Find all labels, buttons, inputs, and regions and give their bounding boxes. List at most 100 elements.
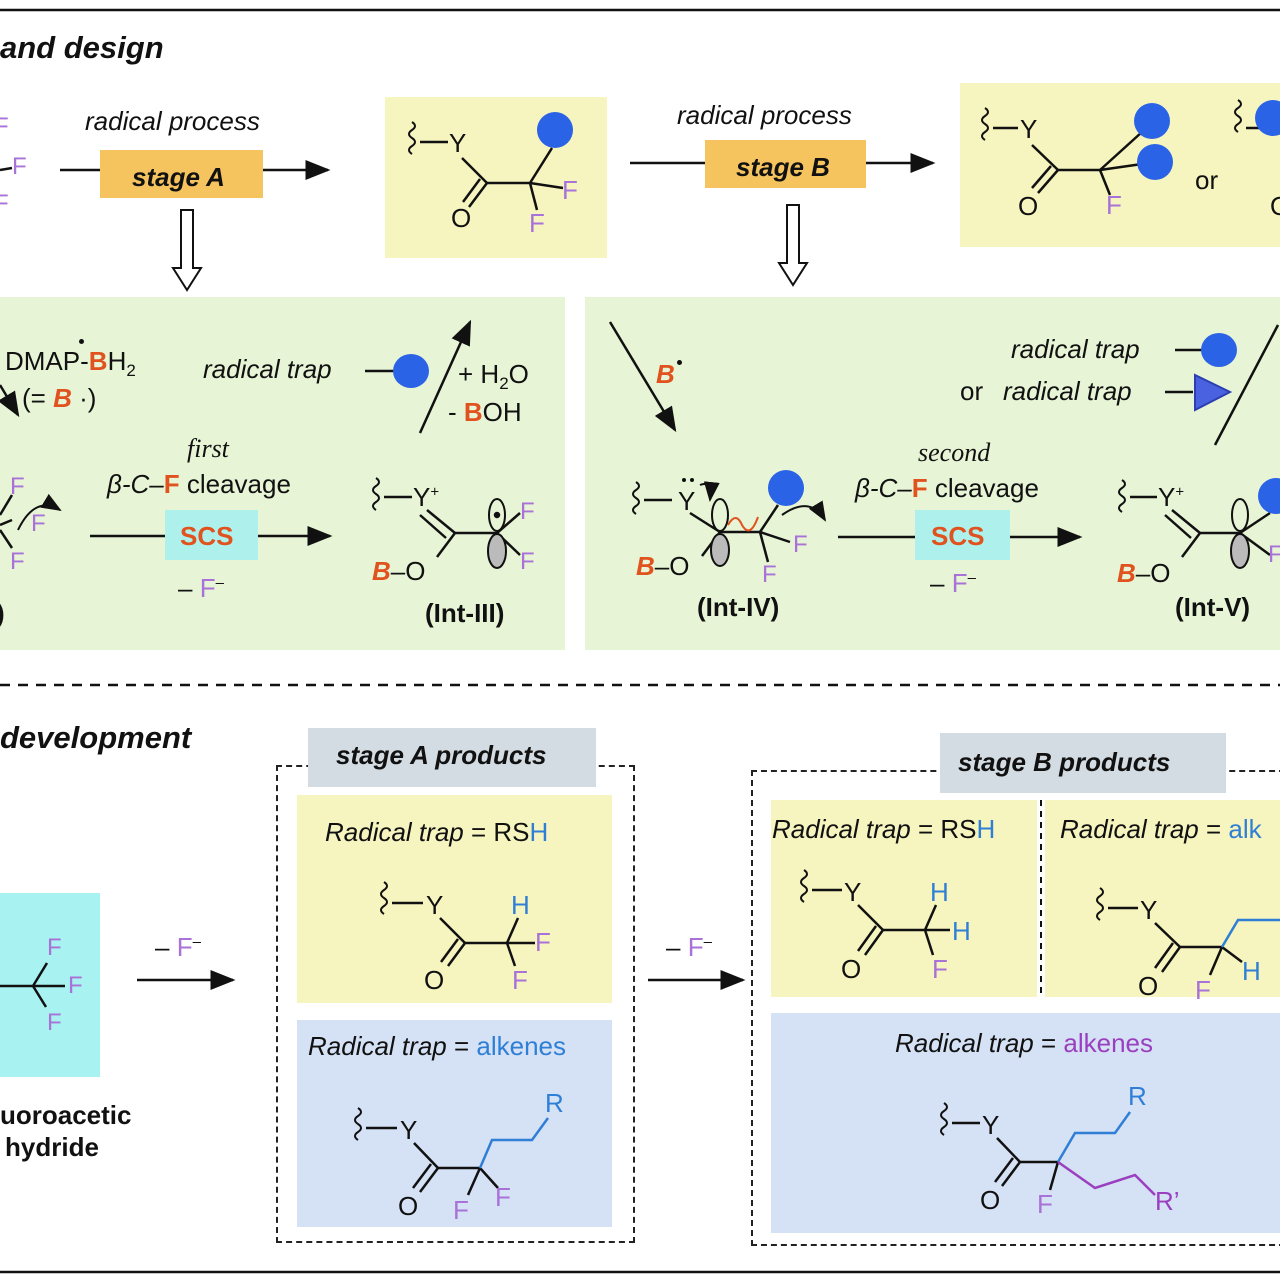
fluoride-loss-label: – F–	[155, 932, 201, 962]
atom-f: F	[1037, 1189, 1053, 1219]
atom-o: O	[1138, 971, 1159, 1001]
boryl-radical-label: B	[656, 359, 675, 389]
atom-o: O	[841, 954, 862, 984]
atom-y-cation: Y+	[413, 482, 440, 512]
atom-h: H	[952, 916, 971, 946]
first-label: first	[187, 434, 229, 463]
fluoride-loss-label: – F–	[178, 573, 224, 603]
atom-f: F	[793, 531, 808, 558]
boh-label: - BOH	[448, 397, 522, 427]
b-alkene-box-1	[1045, 800, 1280, 997]
trap-dot-icon	[1201, 333, 1237, 367]
radical-dot	[79, 339, 84, 344]
atom-r: R	[1128, 1081, 1147, 1111]
radical-trap-alkenes-heading: Radical trap = alk	[1060, 814, 1262, 844]
atom-y-lone-pair: Y	[678, 486, 696, 516]
radical-trap-rsh-heading: Radical trap = RSH	[772, 814, 996, 844]
fluoride-loss-label: – F–	[666, 932, 712, 962]
water-label: + H2O	[458, 359, 529, 394]
boron-enolate-o: B–O	[372, 556, 426, 586]
atom-f: F	[520, 498, 535, 525]
atom-f: F	[47, 1009, 62, 1036]
atom-h: H	[1242, 956, 1261, 986]
atom-f: F	[10, 548, 25, 575]
trap-dot-icon	[1137, 144, 1173, 180]
radical-trap-alkenes-heading: Radical trap = alkenes	[308, 1031, 566, 1061]
trap-dot-icon	[393, 354, 429, 388]
atom-o: O	[1270, 193, 1280, 219]
fluoride-loss-label: – F–	[930, 568, 976, 598]
atom-f: F	[12, 153, 27, 180]
atom-f: F	[1268, 541, 1280, 568]
atom-f: F	[535, 927, 551, 957]
atom-f: F	[495, 1182, 511, 1212]
atom-f: F	[0, 190, 9, 217]
a-alkene-box	[297, 1020, 612, 1227]
atom-f: F	[512, 965, 528, 995]
stage-b-box	[705, 140, 866, 188]
atom-f: F	[762, 561, 777, 588]
stage-b-product-box	[960, 83, 1280, 247]
atom-f: F	[1195, 975, 1211, 1005]
b-rsh-box	[771, 800, 1037, 997]
reagent-name-line2: hydride	[5, 1132, 99, 1162]
stage-a-products-label-box	[308, 728, 596, 787]
down-arrow-a	[171, 209, 203, 292]
atom-h: H	[930, 877, 949, 907]
intermediate-paren: )	[0, 600, 5, 626]
trap-dot-icon	[537, 112, 573, 148]
radical-trap-label: radical trap	[203, 354, 332, 384]
a-rsh-box	[297, 795, 612, 1003]
atom-y: Y	[400, 1115, 418, 1145]
int-iii-label: (Int-III)	[425, 598, 505, 628]
atom-f: F	[31, 510, 46, 537]
second-label: second	[918, 438, 991, 467]
atom-f: F	[453, 1195, 469, 1225]
atom-f: F	[10, 473, 25, 500]
or-label: or	[960, 376, 984, 406]
atom-r-prime: R’	[1155, 1186, 1180, 1216]
scs-box-b	[915, 510, 1010, 560]
down-arrow-b	[777, 204, 809, 287]
radical-process-label: radical process	[85, 106, 260, 136]
stage-a-box	[100, 150, 263, 198]
atom-o: O	[424, 965, 445, 995]
atom-f: F	[529, 208, 545, 238]
stage-b-products-label: stage B products	[958, 747, 1171, 777]
atom-f: F	[932, 954, 948, 984]
reagent-name-line1: uoroacetic	[0, 1100, 132, 1130]
stage-b-label: stage B	[736, 152, 830, 182]
trap-dot-icon	[1258, 478, 1280, 514]
section-a-title: and design	[0, 30, 164, 65]
int-v-label: (Int-V)	[1175, 592, 1251, 622]
boron-enolate-o: B–O	[636, 551, 690, 581]
atom-f: F	[47, 934, 62, 961]
radical-dot	[677, 360, 682, 365]
triangle-trap-icon	[1194, 373, 1233, 412]
atom-y: Y	[844, 877, 862, 907]
radical-trap-rsh-heading: Radical trap = RSH	[325, 817, 549, 847]
stage-a-label: stage A	[132, 162, 225, 192]
mechanism-panel-b	[585, 297, 1280, 650]
b-alkene-box-2	[771, 1013, 1280, 1233]
atom-f: F	[68, 972, 83, 999]
beta-cf-cleavage-label: β-C–F cleavage	[107, 469, 291, 499]
atom-f: F	[0, 113, 9, 140]
atom-y: Y	[1020, 114, 1038, 144]
atom-r: R	[545, 1088, 564, 1118]
atom-y: Y	[982, 1110, 1000, 1140]
trap-dot-icon	[768, 470, 804, 506]
atom-y: Y	[426, 890, 444, 920]
scs-label: SCS	[931, 521, 985, 551]
dmap-borane-label: DMAP-BH2	[5, 346, 136, 381]
atom-f: F	[520, 548, 535, 575]
atom-f: F	[562, 175, 578, 205]
atom-f: F	[1106, 190, 1122, 220]
stage-b-products-label-box	[940, 733, 1226, 793]
int-iv-label: (Int-IV)	[697, 592, 780, 622]
trap-dot-icon	[1134, 103, 1170, 139]
boron-enolate-o: B–O	[1117, 558, 1171, 588]
section-b-title: development	[0, 720, 192, 755]
atom-y-cation: Y+	[1158, 482, 1185, 512]
